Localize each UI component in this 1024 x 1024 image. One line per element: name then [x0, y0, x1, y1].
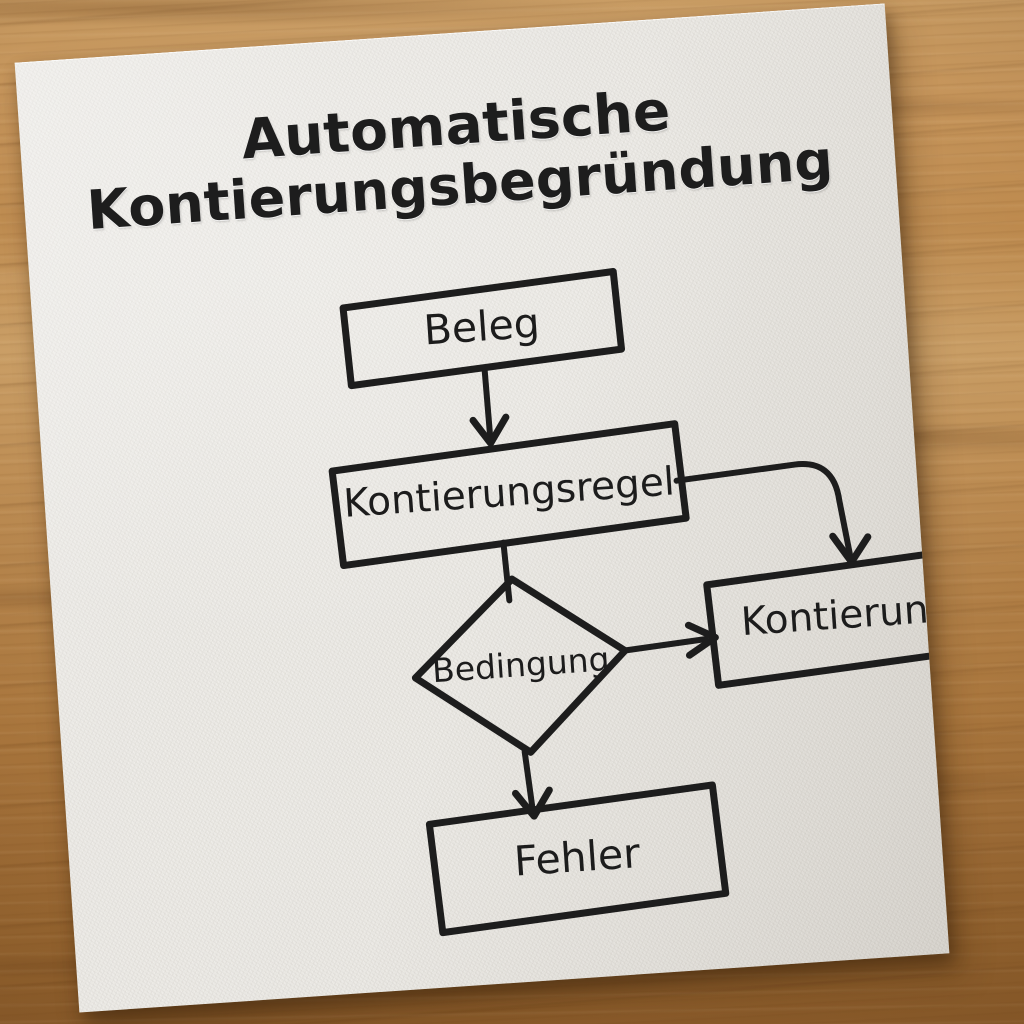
- edge-bedingung-to-fehler: [511, 748, 553, 820]
- node-bedingung[interactable]: Bedingung: [409, 572, 631, 760]
- node-label: Kontierungsregel: [342, 459, 676, 526]
- node-shape-rectangle: [339, 268, 626, 390]
- paper-sheet-wrapper: Automatische Kontierungsbegründung: [14, 3, 950, 1013]
- node-shape-rectangle: [703, 543, 950, 689]
- edge-bedingung-to-kontierung: [620, 621, 719, 659]
- node-shape-diamond: [411, 575, 629, 756]
- edge-kontierungsregel-to-kontierung: [673, 461, 872, 566]
- edge-kontierungsregel-to-bedingung: [500, 539, 513, 604]
- node-kontierung[interactable]: Kontierung: [703, 543, 950, 689]
- sheet-content: Automatische Kontierungsbegründung: [15, 3, 950, 1012]
- node-label: Beleg: [422, 299, 541, 355]
- flowchart: Beleg Kontierungsregel Bedingung Kontier…: [328, 268, 950, 937]
- node-shape-rectangle: [328, 420, 690, 570]
- edge-curve: [673, 461, 854, 559]
- arrowhead-icon: [469, 413, 510, 447]
- arrowhead-icon: [511, 786, 553, 820]
- node-kontierungsregel[interactable]: Kontierungsregel: [328, 420, 690, 570]
- edge-line: [481, 365, 494, 440]
- node-label: Bedingung: [431, 639, 611, 690]
- node-shape-rectangle: [425, 781, 730, 937]
- edge-line: [620, 636, 709, 654]
- edge-beleg-to-kontierungsregel: [469, 365, 510, 447]
- node-label: Fehler: [512, 829, 641, 885]
- node-fehler[interactable]: Fehler: [425, 781, 730, 937]
- edge-line: [500, 539, 513, 604]
- node-label: Kontierung: [740, 586, 950, 645]
- edge-line: [521, 748, 536, 813]
- node-beleg[interactable]: Beleg: [339, 268, 626, 390]
